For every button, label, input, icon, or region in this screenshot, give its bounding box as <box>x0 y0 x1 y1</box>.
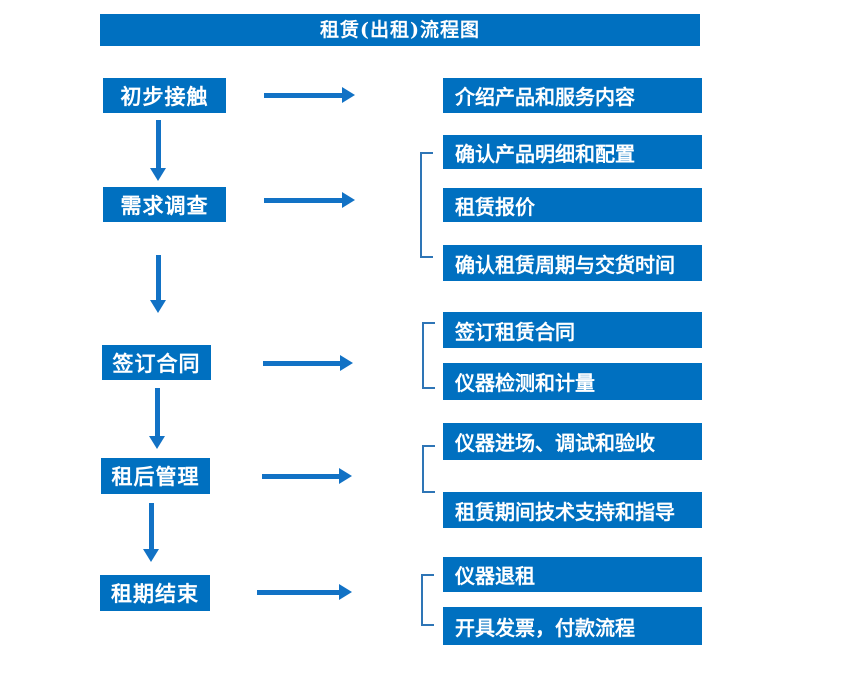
down-arrow-1 <box>150 120 166 181</box>
right-arrow-head-icon <box>342 87 355 103</box>
flowchart-title: 租赁(出租)流程图 <box>100 14 700 46</box>
detail-box-instrument-return: 仪器退租 <box>443 557 702 592</box>
down-arrow-shaft <box>148 503 154 549</box>
down-arrow-3 <box>149 388 165 449</box>
detail-box-rental-quotation: 租赁报价 <box>443 188 702 222</box>
right-arrow-head-icon <box>339 584 352 600</box>
right-arrow-shaft <box>263 360 340 366</box>
group-bracket-4 <box>421 574 434 626</box>
right-arrow-shaft <box>262 473 339 479</box>
detail-box-instrument-testing-metering: 仪器检测和计量 <box>443 363 702 400</box>
right-arrow-head-icon <box>340 355 353 371</box>
right-arrow-2 <box>264 192 355 208</box>
down-arrow-head-icon <box>143 549 159 562</box>
right-arrow-1 <box>264 87 355 103</box>
detail-box-sign-rental-contract: 签订租赁合同 <box>443 312 702 348</box>
detail-box-introduce-products-services: 介绍产品和服务内容 <box>443 78 702 113</box>
right-arrow-shaft <box>264 197 342 203</box>
down-arrow-2 <box>150 255 166 313</box>
down-arrow-shaft <box>154 388 160 436</box>
right-arrow-shaft <box>264 92 342 98</box>
step-box-sign-contract: 签订合同 <box>102 345 211 380</box>
right-arrow-4 <box>262 468 352 484</box>
down-arrow-4 <box>143 503 159 562</box>
right-arrow-shaft <box>257 589 339 595</box>
group-bracket-1 <box>420 152 433 258</box>
down-arrow-shaft <box>155 120 161 168</box>
down-arrow-head-icon <box>150 168 166 181</box>
detail-box-instrument-entry-debug-acceptance: 仪器进场、调试和验收 <box>443 423 702 460</box>
detail-box-invoice-payment-process: 开具发票，付款流程 <box>443 607 702 645</box>
step-box-rental-end: 租期结束 <box>100 575 210 611</box>
right-arrow-3 <box>263 355 353 371</box>
right-arrow-head-icon <box>339 468 352 484</box>
detail-box-technical-support-guidance: 租赁期间技术支持和指导 <box>443 492 702 528</box>
step-box-demand-survey: 需求调查 <box>103 187 226 222</box>
group-bracket-3 <box>422 445 435 493</box>
down-arrow-head-icon <box>149 436 165 449</box>
detail-box-confirm-rental-period-delivery: 确认租赁周期与交货时间 <box>443 245 702 281</box>
step-box-initial-contact: 初步接触 <box>103 78 226 113</box>
down-arrow-head-icon <box>150 300 166 313</box>
detail-box-confirm-product-details: 确认产品明细和配置 <box>443 135 702 169</box>
down-arrow-shaft <box>155 255 161 300</box>
right-arrow-head-icon <box>342 192 355 208</box>
step-box-post-rental-management: 租后管理 <box>101 458 210 494</box>
right-arrow-5 <box>257 584 352 600</box>
group-bracket-2 <box>422 322 435 389</box>
